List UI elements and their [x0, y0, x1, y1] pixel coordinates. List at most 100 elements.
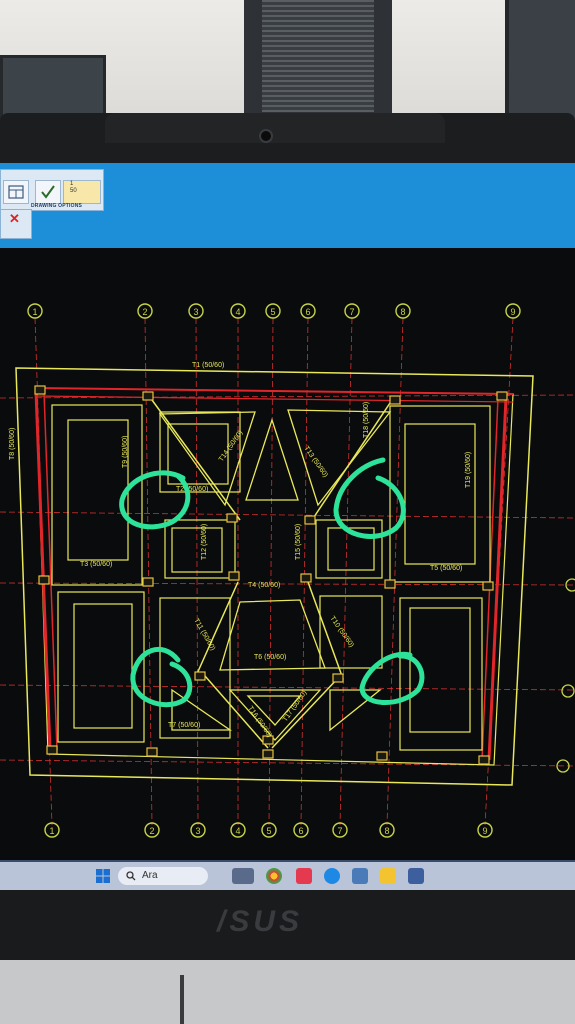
beam-label-t7: T7 (50/60)	[168, 722, 200, 729]
beam-right-red	[487, 397, 508, 761]
beam-outline	[35, 387, 514, 766]
column	[226, 513, 238, 523]
ribbon-toolbar: 1 50 DRAWING OPTIONS ✕	[0, 163, 575, 248]
background-vent	[244, 0, 392, 118]
slab-panel	[171, 527, 223, 573]
column	[262, 735, 274, 745]
column	[376, 751, 388, 761]
beam-label-t5: T5 (50/60)	[430, 565, 462, 572]
grid-label-bottom: 3	[195, 826, 200, 836]
beam-label-t1: T1 (50/60)	[192, 362, 224, 369]
taskbar-search-input[interactable]: Ara	[118, 867, 208, 885]
beam-left-red-inner	[43, 391, 58, 751]
app-icon-red[interactable]	[296, 868, 312, 884]
drawing-options-button[interactable]	[35, 180, 61, 204]
webcam-icon	[259, 129, 273, 143]
background-door	[505, 0, 575, 135]
column	[146, 747, 158, 757]
beam-top-red-inner	[35, 395, 514, 403]
column	[262, 749, 274, 759]
beam-diagonal	[307, 581, 343, 677]
column	[332, 673, 344, 683]
grid-line-vertical	[386, 317, 404, 826]
grid-label-bottom: 7	[337, 826, 342, 836]
slab-panel	[164, 519, 236, 579]
scale-value: 1 50	[70, 181, 77, 194]
grid-bubble-bottom	[477, 822, 493, 838]
beam-label-t2: T2 (50/60)	[176, 486, 208, 493]
grid-line-horizontal	[0, 684, 575, 691]
edge-icon[interactable]	[324, 868, 340, 884]
grid-line-vertical	[300, 317, 309, 826]
grid-bubble-bottom	[190, 822, 206, 838]
beam-label-t18: T18 (50/60)	[363, 402, 370, 438]
taskbar: Ara	[0, 860, 575, 892]
monitor-cable	[180, 975, 184, 1024]
grid-label-top: 3	[193, 307, 198, 317]
grid-bubble-side	[565, 578, 575, 592]
grid-bubble-top	[300, 303, 316, 319]
grid-label-bottom: 2	[149, 826, 154, 836]
annotation-circle	[333, 457, 406, 539]
grid-bubble-bottom	[144, 822, 160, 838]
search-placeholder: Ara	[142, 870, 158, 881]
beam-left-red	[34, 391, 52, 751]
widgets-icon[interactable]	[232, 868, 254, 884]
beam-top-red	[35, 387, 514, 395]
grid-label-top: 9	[510, 307, 515, 317]
beam-label-t16: T16 (50/60)	[246, 705, 272, 739]
grid-label-bottom: 9	[482, 826, 487, 836]
beam-label-t10: T10 (50/60)	[328, 615, 354, 649]
beam-diagonal	[204, 675, 269, 749]
slab-panel	[389, 405, 491, 583]
grid-label-top: 8	[400, 307, 405, 317]
column	[46, 745, 58, 755]
search-icon	[126, 871, 136, 881]
grid-bubble-top	[395, 303, 411, 319]
grid-label-bottom: 8	[384, 826, 389, 836]
column	[300, 573, 312, 583]
app-icon-dark[interactable]	[408, 868, 424, 884]
beam-label-t6: T6 (50/60)	[254, 654, 286, 661]
grid-bubble-bottom	[332, 822, 348, 838]
close-icon[interactable]: ✕	[9, 211, 20, 226]
monitor-lower-bezel	[0, 890, 575, 960]
slab-panel	[409, 607, 471, 733]
ribbon-panel: 1 50 DRAWING OPTIONS	[0, 169, 104, 211]
calculator-button[interactable]	[3, 180, 29, 204]
grid-line-horizontal	[0, 582, 575, 586]
beam-diagonal	[271, 675, 341, 749]
column	[482, 581, 494, 591]
annotation-circle	[130, 646, 193, 708]
chrome-icon[interactable]	[266, 868, 282, 884]
grid-bubble-top	[230, 303, 246, 319]
file-explorer-icon[interactable]	[380, 868, 396, 884]
column	[478, 755, 490, 765]
beam-diagonal	[151, 399, 241, 521]
beam-diagonal	[195, 581, 239, 677]
beam-label-t9: T9 (50/60)	[122, 436, 129, 468]
slab-triangle	[228, 689, 322, 741]
annotation-circle	[119, 470, 191, 530]
grid-label-top: 4	[235, 307, 240, 317]
grid-label-top: 7	[349, 307, 354, 317]
app-icon-blue[interactable]	[352, 868, 368, 884]
slab-triangle	[245, 417, 299, 501]
beam-label-t19: T19 (50/60)	[465, 452, 472, 488]
column	[389, 395, 401, 405]
slab-triangle	[158, 411, 256, 507]
scale-button[interactable]: 1 50	[63, 180, 101, 204]
windows-start-icon[interactable]	[96, 869, 110, 883]
column	[142, 577, 154, 587]
slab-panel	[51, 404, 143, 586]
grid-label-bottom: 5	[266, 826, 271, 836]
column	[34, 385, 46, 395]
grid-label-bottom: 4	[235, 826, 240, 836]
slab-panel	[73, 603, 133, 729]
slab-panel	[399, 597, 483, 751]
beam-label-t8: T8 (50/60)	[9, 428, 16, 460]
slab-panel	[57, 591, 145, 743]
grid-bubble-bottom	[379, 822, 395, 838]
